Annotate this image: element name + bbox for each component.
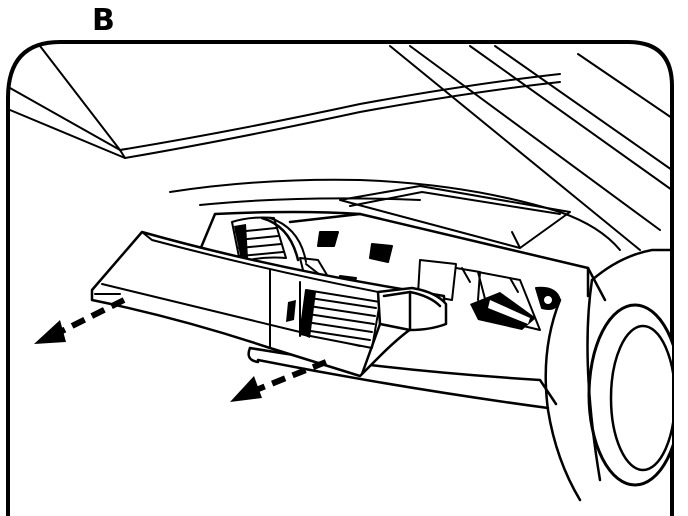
step-label: B [92, 3, 115, 38]
removal-arrow-left [34, 297, 126, 344]
panel-vent-grille-shading [286, 290, 316, 338]
right-mechanism-shadow [470, 292, 536, 330]
windshield-lines [9, 45, 672, 251]
dash-opening [198, 210, 607, 302]
illustration-frame [6, 40, 674, 516]
fixed-vent-left-shading [234, 224, 248, 260]
panel-vent-tab [360, 286, 448, 376]
dash-end-cap [586, 248, 672, 487]
display-panel [339, 185, 571, 249]
removal-arrow-right [230, 359, 328, 402]
